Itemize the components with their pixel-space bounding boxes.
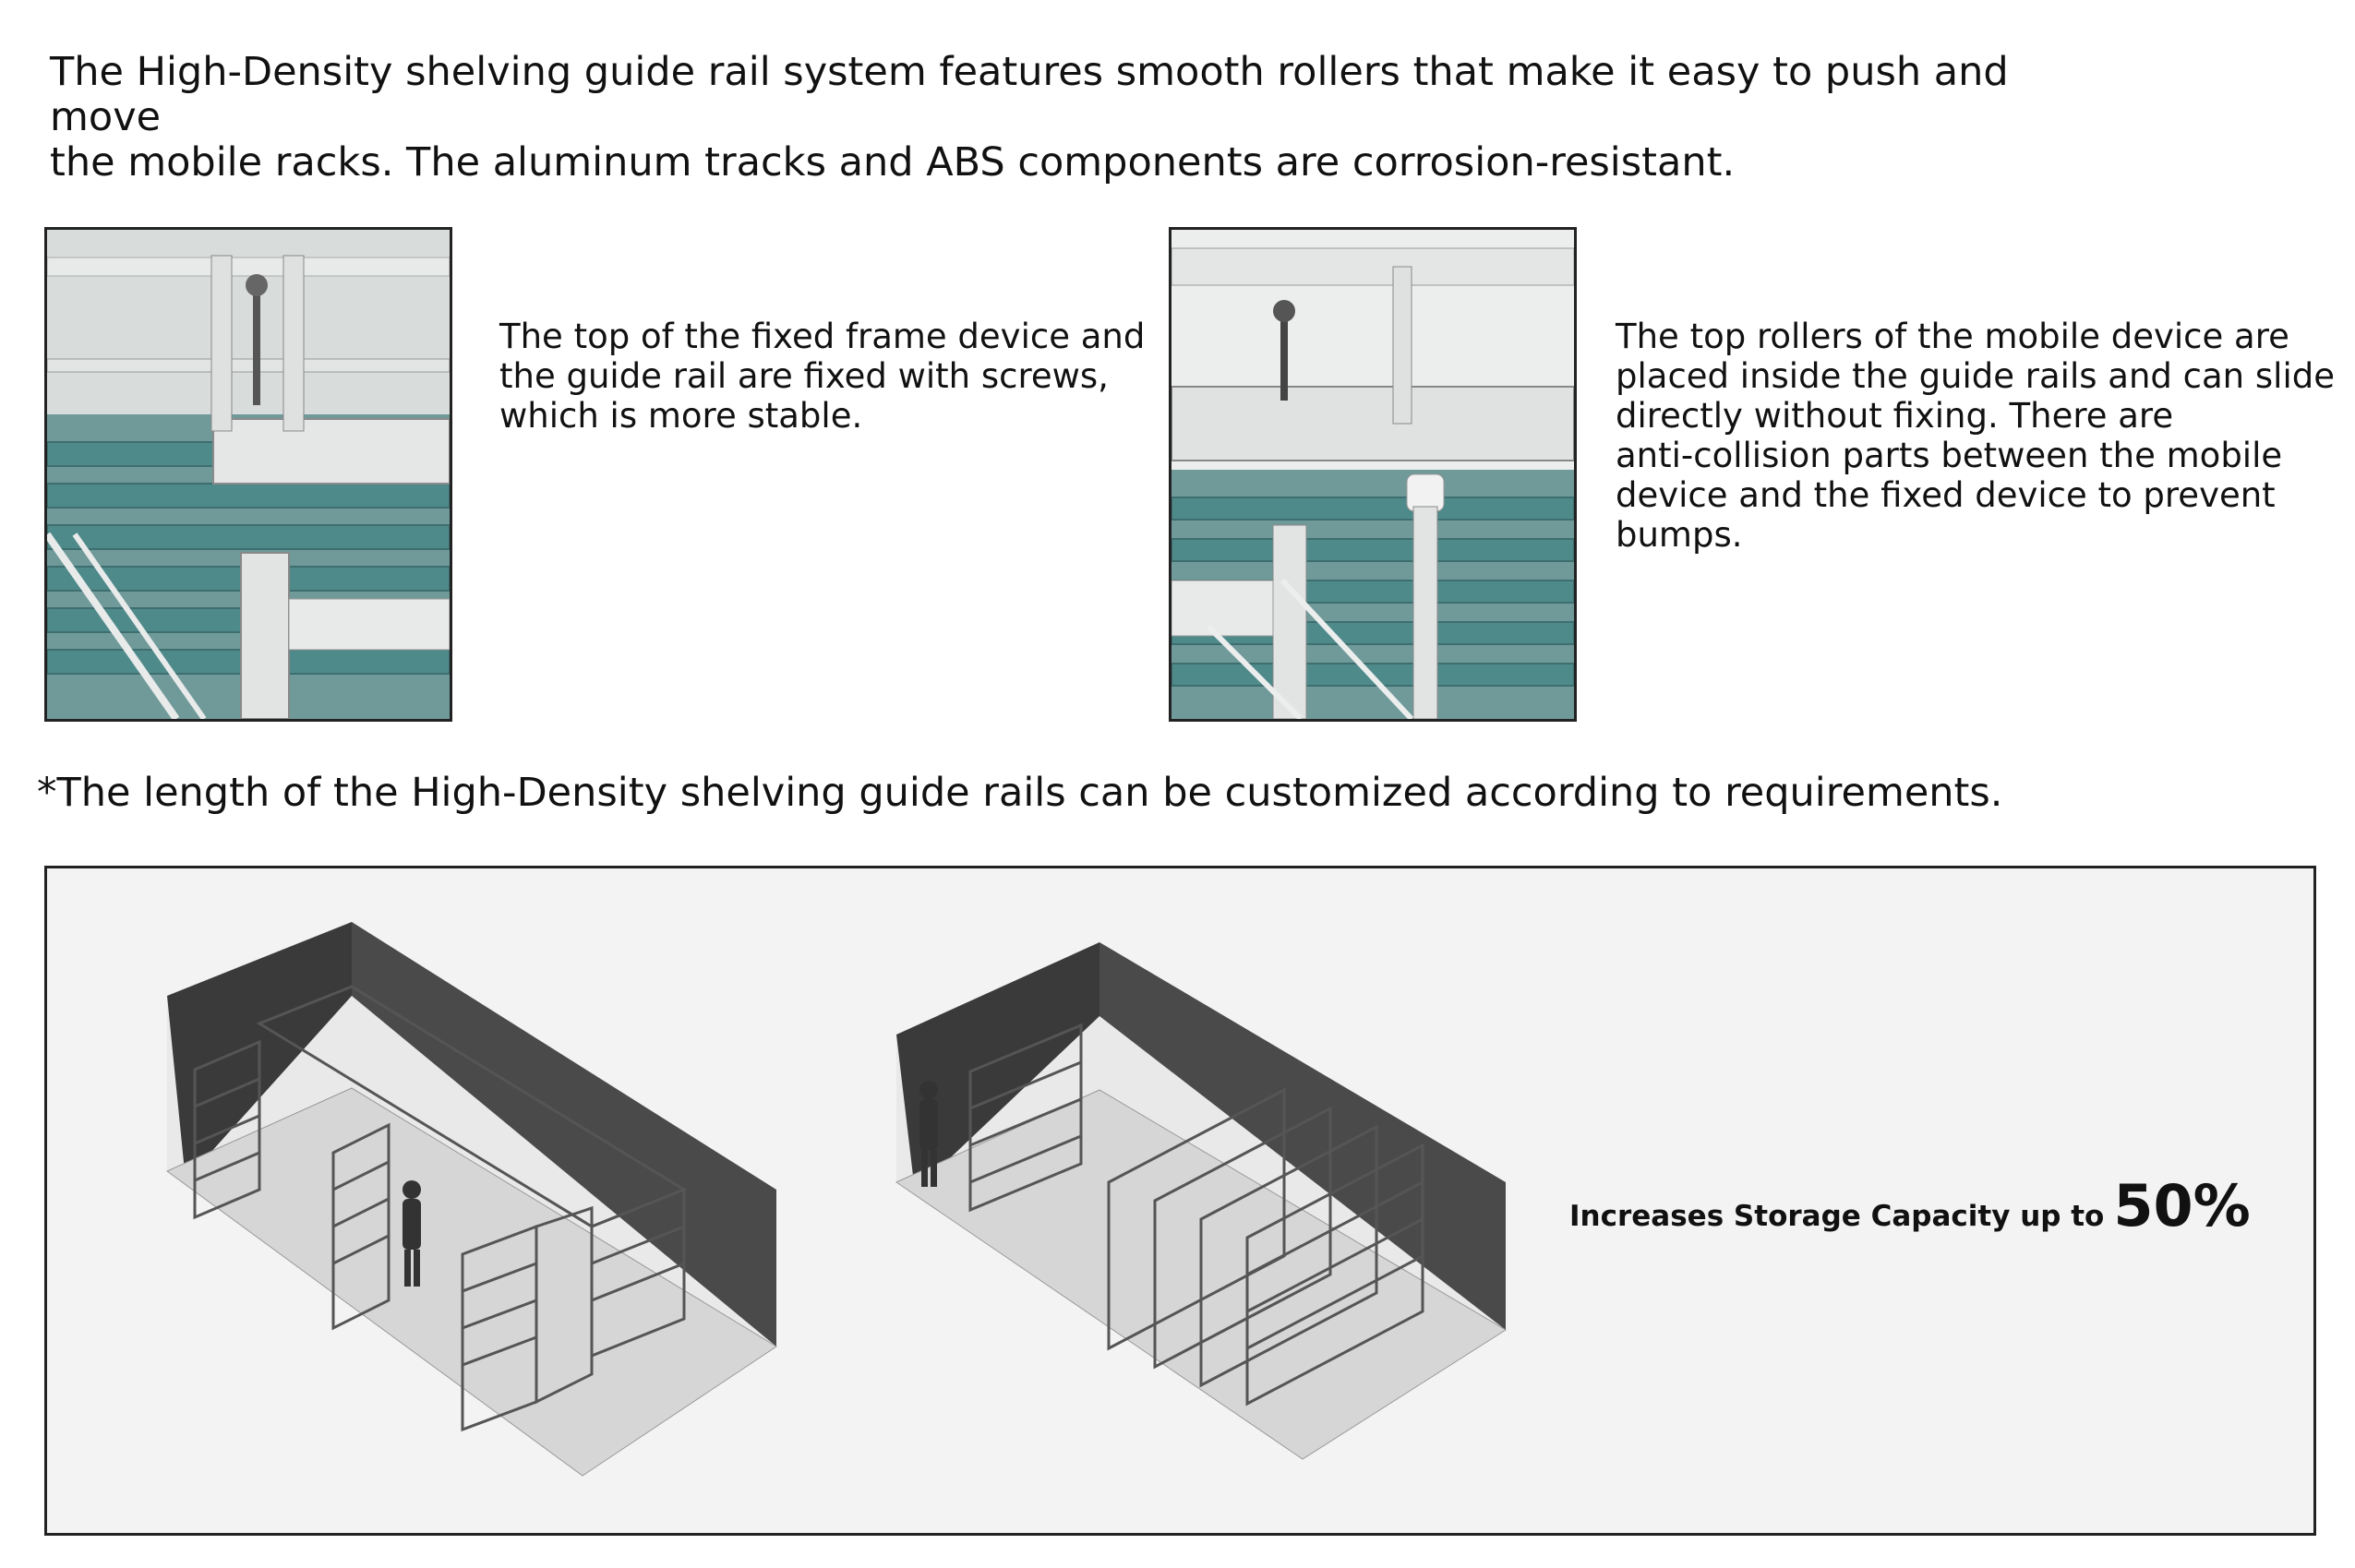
customization-note: *The length of the High-Density shelving… bbox=[37, 770, 2003, 816]
mobile-caption-line: The top rollers of the mobile device are bbox=[1616, 317, 2289, 356]
mobile-caption-line: directly without fixing. There are bbox=[1616, 396, 2174, 436]
capacity-label: Increases Storage Capacity up to bbox=[1569, 1200, 2105, 1233]
fixed-frame-photo bbox=[44, 227, 452, 722]
conventional-shelving-illustration bbox=[112, 885, 795, 1522]
intro-text: The High-Density shelving guide rail sys… bbox=[50, 50, 2081, 186]
fixed-caption-line: The top of the fixed frame device and bbox=[499, 317, 1146, 356]
mobile-roller-caption: The top rollers of the mobile device are… bbox=[1616, 317, 2336, 555]
capacity-value: 50% bbox=[2113, 1172, 2251, 1239]
fixed-caption-line: which is more stable. bbox=[499, 396, 863, 436]
fixed-frame-caption: The top of the fixed frame device and th… bbox=[499, 317, 1146, 436]
comparison-panel bbox=[44, 866, 2316, 1536]
mobile-roller-photo bbox=[1169, 227, 1577, 722]
mobile-caption-line: placed inside the guide rails and can sl… bbox=[1616, 356, 2335, 396]
mobile-caption-line: bumps. bbox=[1616, 515, 1743, 555]
high-density-shelving-illustration bbox=[841, 905, 1543, 1514]
mobile-caption-line: device and the fixed device to prevent bbox=[1616, 475, 2276, 515]
intro-line-1: The High-Density shelving guide rail sys… bbox=[50, 49, 2009, 140]
mobile-caption-line: anti-collision parts between the mobile bbox=[1616, 436, 2283, 475]
intro-line-2: the mobile racks. The aluminum tracks an… bbox=[50, 139, 1736, 186]
fixed-caption-line: the guide rail are fixed with screws, bbox=[499, 356, 1109, 396]
